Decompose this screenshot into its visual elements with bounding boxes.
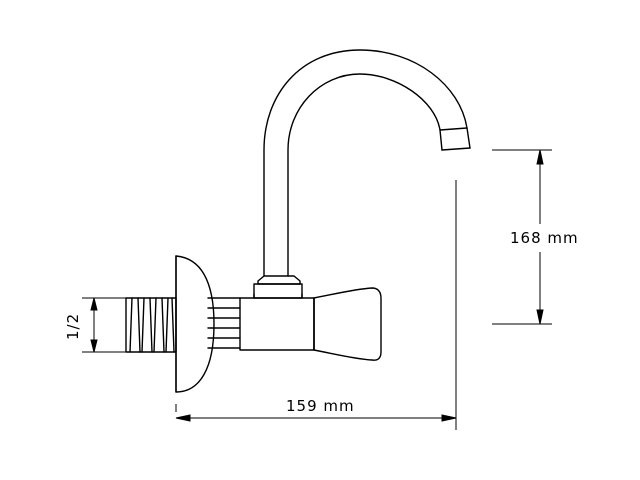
spout-swivel-nut bbox=[257, 275, 301, 285]
width-arrow-right bbox=[441, 414, 457, 422]
spout-collar bbox=[253, 283, 303, 299]
height-arrow-top bbox=[536, 149, 544, 165]
thread-arrow-bottom bbox=[90, 339, 98, 353]
spout-inner-edge bbox=[287, 73, 443, 277]
height-arrow-bottom bbox=[536, 309, 544, 325]
valve-body-top-ring bbox=[253, 293, 303, 299]
connector-thread bbox=[207, 297, 241, 349]
thread-size-label: 1/2 bbox=[64, 312, 82, 340]
wall-flange bbox=[175, 255, 215, 393]
lever-handle bbox=[313, 287, 382, 361]
height-dimension-label: 168 mm bbox=[510, 229, 579, 247]
inlet-thread-pipe bbox=[125, 297, 177, 353]
width-arrow-left bbox=[175, 414, 191, 422]
thread-arrow-top bbox=[90, 297, 98, 311]
spout-outlet bbox=[439, 127, 471, 151]
inlet-thread-hatching bbox=[129, 297, 175, 353]
valve-body bbox=[239, 297, 315, 351]
width-dimension-label: 159 mm bbox=[286, 397, 355, 415]
spout-outer-edge bbox=[263, 49, 471, 277]
